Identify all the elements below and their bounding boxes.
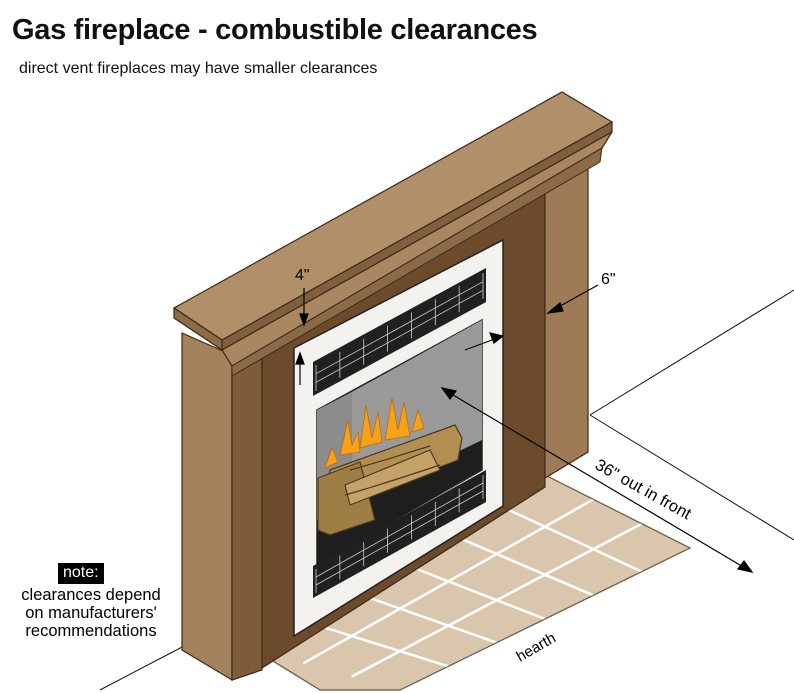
top-clearance-label: 4" — [295, 267, 310, 284]
hearth-tile-line — [351, 522, 643, 678]
page-subtitle: direct vent fireplaces may have smaller … — [19, 60, 378, 77]
right-pilaster — [544, 167, 589, 480]
louver-slat-line — [315, 281, 484, 375]
hearth-tile-line — [302, 498, 594, 665]
front-clearance-arrow — [447, 391, 746, 569]
lower-louver — [313, 470, 486, 598]
logs — [317, 424, 463, 536]
hearth-label: hearth — [514, 629, 559, 665]
note-text: clearances depend on manufacturers' reco… — [6, 586, 176, 640]
hearth-tile-line — [496, 503, 643, 573]
hearth-tile-line — [399, 561, 546, 621]
flames — [324, 397, 425, 469]
note-badge: note: — [58, 563, 104, 584]
left-pilaster — [181, 332, 263, 682]
page-title: Gas fireplace - combustible clearances — [12, 14, 538, 46]
louver-slat-line — [315, 482, 484, 578]
hearth-tile-line — [351, 590, 498, 644]
clearance-arrows — [295, 284, 754, 573]
louver-slat-line — [315, 289, 484, 383]
note-line: clearances depend — [21, 586, 161, 604]
hearth — [253, 474, 692, 691]
side-clearance-label: 6" — [601, 271, 616, 288]
floor-line-left — [99, 644, 187, 691]
wall-base-line-right — [589, 289, 794, 416]
wall-floor-line-right — [589, 414, 794, 541]
mantel-shelf — [172, 91, 614, 377]
upper-louver — [313, 268, 486, 396]
room-lines — [99, 289, 794, 691]
note-line: on manufacturers' — [25, 604, 157, 622]
hearth-tile-line — [447, 532, 594, 597]
hearth-tile-line — [302, 619, 449, 668]
louver-slat-line — [315, 490, 484, 586]
note-line: recommendations — [25, 622, 157, 640]
